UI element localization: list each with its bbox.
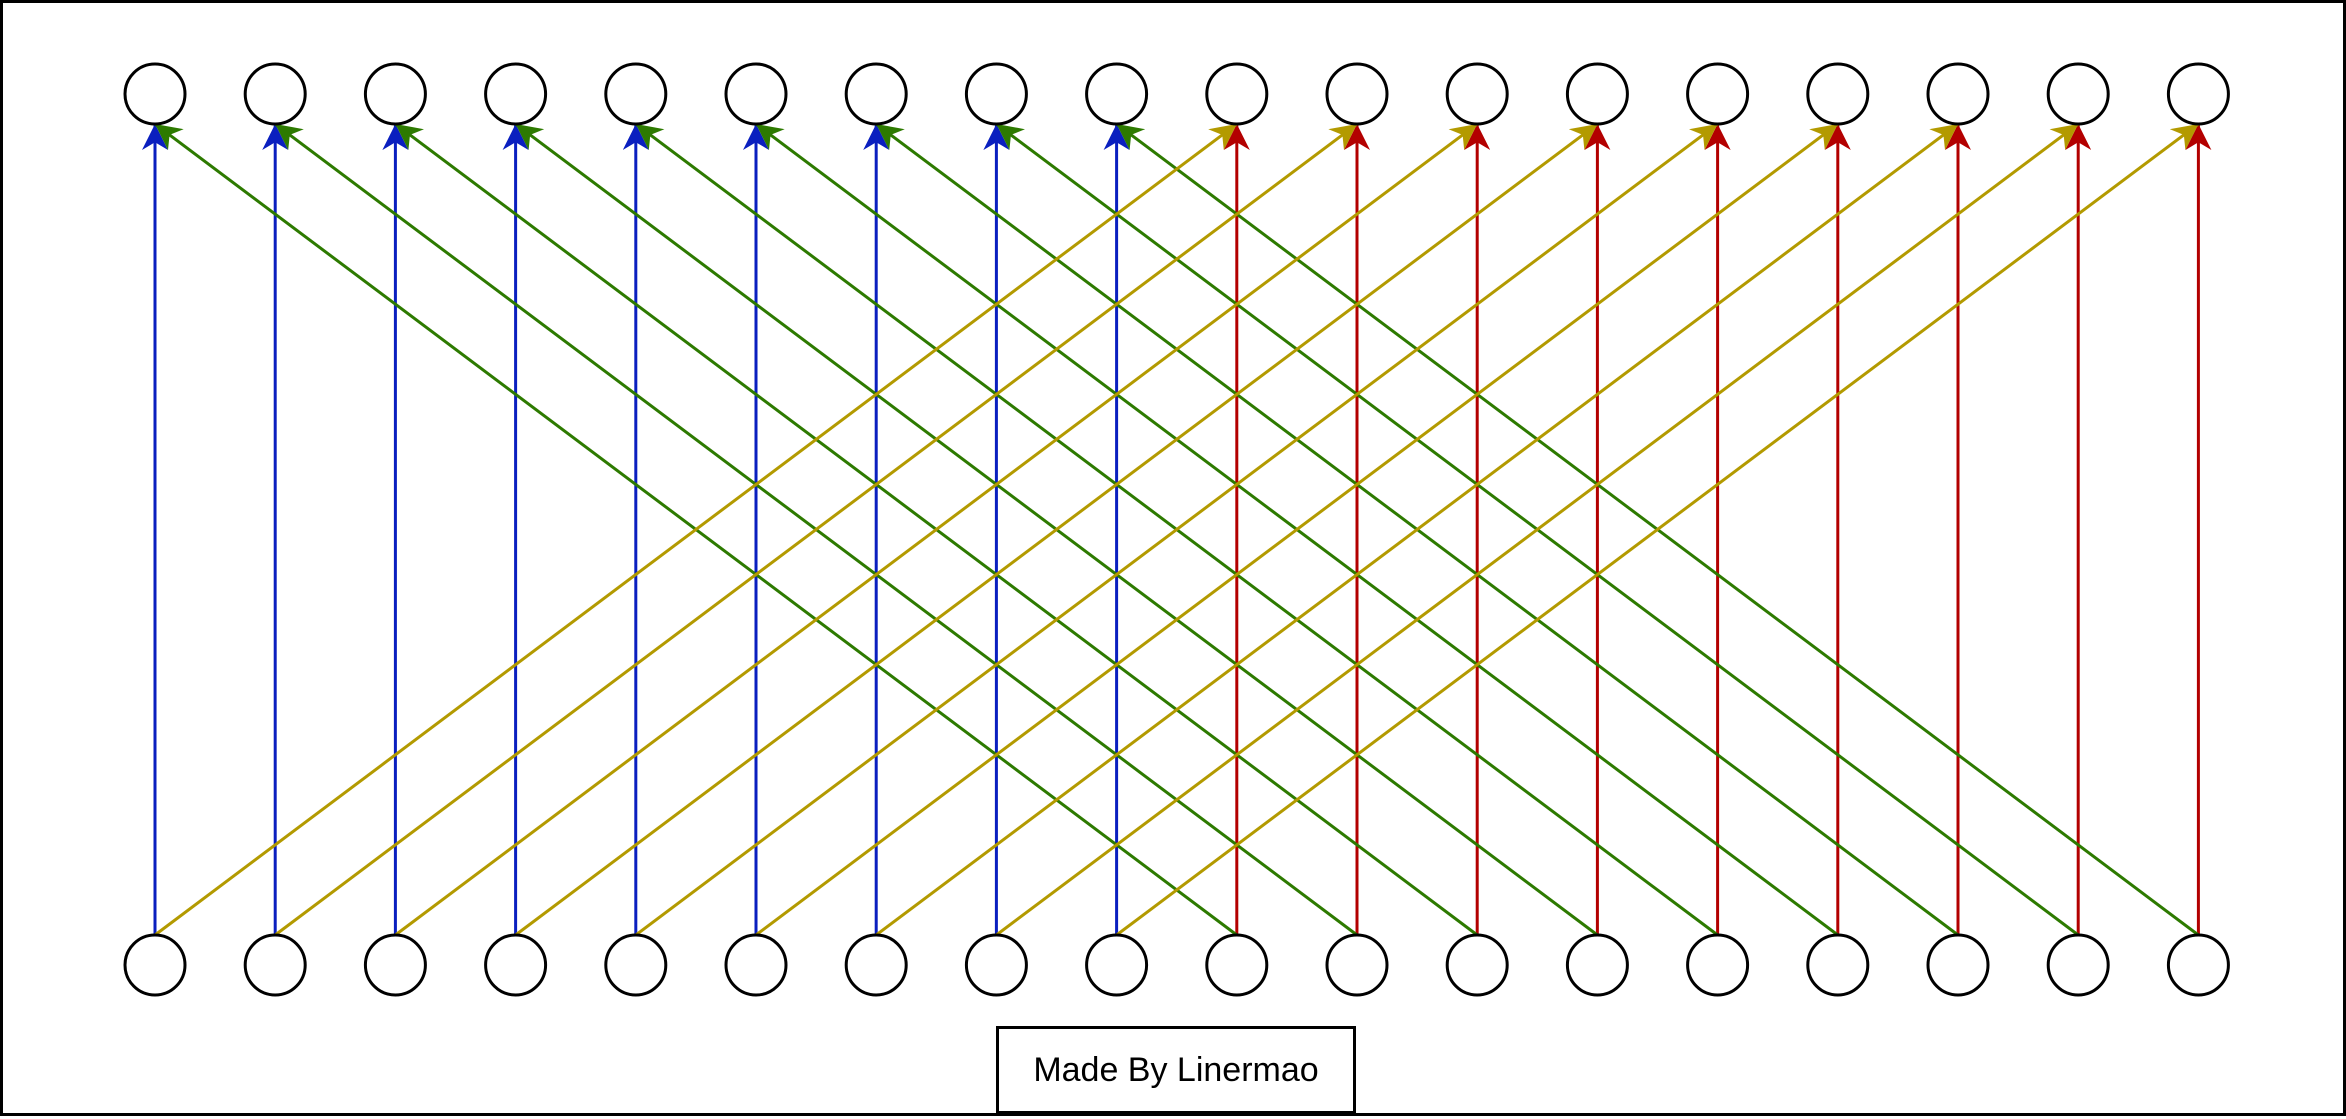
edge-3-to-12 [514,122,1599,937]
top-node-10 [1325,62,1389,126]
bottom-node-9 [1205,933,1269,997]
bottom-node-2 [363,933,427,997]
edges-layer [142,122,2212,937]
bottom-node-5 [724,933,788,997]
edge-5-to-14 [755,122,1839,937]
nodes-layer [123,62,2230,997]
edge-8-to-17 [1115,122,2200,937]
top-node-0 [123,62,187,126]
bottom-node-11 [1445,933,1509,997]
top-node-9 [1205,62,1269,126]
credit-box: Made By Linermao [996,1026,1356,1114]
bottom-node-4 [604,933,668,997]
edge-4-to-13 [634,122,1719,937]
edge-2-to-11 [394,122,1479,937]
edge-0-to-9 [154,122,1238,937]
top-node-12 [1565,62,1629,126]
top-node-17 [2166,62,2230,126]
bottom-node-13 [1686,933,1750,997]
credit-text: Made By Linermao [1033,1050,1319,1089]
bottom-node-15 [1926,933,1990,997]
top-node-6 [844,62,908,126]
top-node-1 [243,62,307,126]
edge-6-to-15 [875,122,1959,937]
top-node-15 [1926,62,1990,126]
top-node-14 [1806,62,1870,126]
bottom-node-10 [1325,933,1389,997]
bottom-node-0 [123,933,187,997]
top-node-11 [1445,62,1509,126]
bottom-node-6 [844,933,908,997]
bottom-node-14 [1806,933,1870,997]
bottom-node-12 [1565,933,1629,997]
bottom-node-1 [243,933,307,997]
top-node-5 [724,62,788,126]
top-node-7 [964,62,1028,126]
top-node-8 [1085,62,1149,126]
bottom-node-16 [2046,933,2110,997]
edge-1-to-10 [274,122,1358,937]
top-node-13 [1686,62,1750,126]
connection-diagram [123,62,2230,997]
bottom-node-8 [1085,933,1149,997]
top-node-4 [604,62,668,126]
top-node-2 [363,62,427,126]
top-node-16 [2046,62,2110,126]
top-node-3 [484,62,548,126]
edge-7-to-16 [995,122,2080,937]
bottom-node-17 [2166,933,2230,997]
bottom-node-3 [484,933,548,997]
bottom-node-7 [964,933,1028,997]
